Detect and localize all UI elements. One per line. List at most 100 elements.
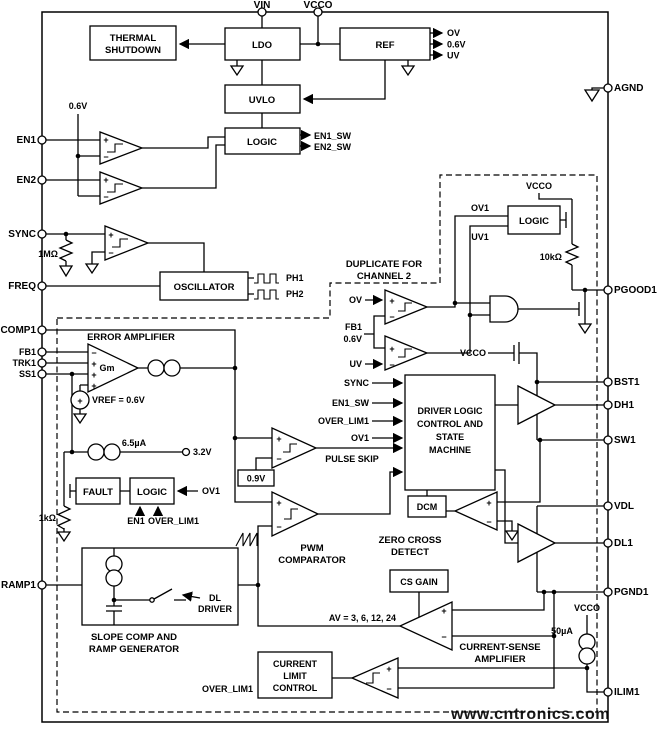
block-dcm: DCM: [407, 495, 447, 518]
cs-gain-values-label: AV = 3, 6, 12, 24: [329, 613, 396, 623]
pin-label-pgood1: PGOOD1: [614, 285, 657, 296]
fault-label: FAULT: [83, 487, 113, 498]
agnd-ground-icon: [583, 89, 601, 103]
pulse-skip-label: PULSE SKIP: [325, 454, 379, 464]
en2-comparator: [99, 171, 144, 205]
current-sources: [70, 359, 596, 665]
pin-en1: [37, 135, 47, 145]
ref-out-ov: OV: [447, 28, 460, 38]
logic-top-label: LOGIC: [247, 137, 277, 148]
svg-text:−: −: [103, 192, 108, 202]
block-pgood-logic: LOGIC: [507, 205, 561, 235]
zero-cross-comparator: [453, 490, 498, 532]
pin-sync: [37, 229, 47, 239]
svg-text:−: −: [276, 454, 281, 464]
pgood-logic-label: LOGIC: [519, 216, 549, 227]
pin-label-sw1: SW1: [614, 435, 636, 446]
pin-vin: [257, 7, 267, 17]
dl-driver-label-2: DRIVER: [198, 604, 233, 614]
svg-text:+: +: [441, 606, 446, 616]
resistors: [56, 239, 580, 530]
sync-pulldown-resistor: [58, 239, 74, 262]
current-sense-amplifier-tri: [398, 600, 453, 652]
pgood-vcco-label: VCCO: [526, 181, 552, 191]
en1-comparator: [99, 131, 144, 165]
duplicate-note-1: DUPLICATE FOR: [346, 259, 422, 270]
pins: [37, 7, 613, 697]
block-fault: FAULT: [75, 477, 121, 505]
duplicate-region-outline: [56, 174, 598, 713]
svg-text:−: −: [389, 360, 394, 370]
vref-source: [70, 390, 90, 410]
block-ref: REF: [339, 27, 431, 61]
pin-label-sync: SYNC: [8, 229, 36, 240]
waveform-glyphs: [235, 273, 279, 547]
pin-label-vin: VIN: [254, 0, 271, 11]
en-threshold-label: 0.6V: [69, 101, 88, 111]
pin-label-en1: EN1: [17, 135, 37, 146]
svg-text:+: +: [103, 175, 108, 185]
pin-freq: [37, 281, 47, 291]
slope-comp-label-2: RAMP GENERATOR: [89, 644, 179, 655]
svg-text:−: −: [486, 517, 491, 527]
pgood-and-gate: [489, 295, 519, 323]
pin-en2: [37, 175, 47, 185]
pgood-pullup-resistor: [564, 243, 580, 266]
pin-pgood1: [603, 285, 613, 295]
over-lim-out-label: OVER_LIM1: [202, 684, 253, 694]
error-amplifier: [87, 342, 140, 394]
pin-label-freq: FREQ: [8, 281, 36, 292]
block-oscillator: OSCILLATOR: [159, 271, 249, 301]
svg-text:−: −: [108, 248, 113, 258]
block-logic-top: LOGIC: [224, 127, 301, 155]
pin-label-vdl: VDL: [614, 501, 634, 512]
pin-label-pgnd1: PGND1: [614, 587, 649, 598]
ref-out-uv: UV: [447, 51, 460, 61]
current-limit-comparator: [350, 657, 399, 699]
gm-label: Gm: [99, 363, 114, 373]
cs-gain-label: CS GAIN: [400, 577, 438, 587]
pin-ramp1: [37, 580, 47, 590]
pgood-pullup-label: 10kΩ: [540, 252, 562, 262]
pwm-comparator-label-1: PWM: [300, 543, 323, 554]
watermark: www.cntronics.com: [450, 706, 610, 723]
sync-resistor-label: 1MΩ: [38, 249, 58, 259]
logic-out-en2sw: EN2_SW: [314, 142, 352, 152]
uv-comparator: [384, 335, 429, 371]
svg-text:+: +: [108, 230, 113, 240]
current-limit-label-1: CURRENT: [273, 659, 318, 669]
pin-comp1: [37, 325, 47, 335]
ref-out-0v6: 0.6V: [447, 40, 466, 50]
ss-clamp-label: 3.2V: [193, 447, 212, 457]
pwm-comparator-label-2: COMPARATOR: [278, 555, 346, 566]
block-uvlo: UVLO: [224, 84, 301, 114]
cs-amp-label-1: CURRENT-SENSE: [459, 642, 540, 653]
duplicate-note-2: CHANNEL 2: [357, 271, 411, 282]
uv1-net-label: UV1: [471, 232, 489, 242]
sawtooth-ramp-icon: [235, 532, 258, 547]
dcm-label: DCM: [417, 502, 438, 512]
current-limit-label-3: CONTROL: [273, 683, 318, 693]
uv-threshold-label: UV: [349, 359, 362, 369]
error-amp-title: ERROR AMPLIFIER: [87, 332, 175, 343]
vref-label: VREF = 0.6V: [92, 395, 145, 405]
wires: [46, 16, 604, 693]
ref-label: REF: [376, 40, 395, 51]
pin-label-bst1: BST1: [614, 377, 640, 388]
fault-pulldown-label: 1kΩ: [39, 513, 56, 523]
current-limit-label-2: LIMIT: [283, 671, 307, 681]
slope-comp-label-1: SLOPE COMP AND: [91, 632, 177, 643]
svg-text:−: −: [386, 684, 391, 694]
cs-amp-label-2: AMPLIFIER: [474, 654, 525, 665]
svg-text:+: +: [91, 381, 96, 391]
ov1-net-label: OV1: [471, 203, 489, 213]
pin-vdl: [603, 501, 613, 511]
pin-agnd: [603, 83, 613, 93]
ilim-vcco-label: VCCO: [574, 603, 600, 613]
pin-label-trk1: TRK1: [12, 358, 36, 368]
zero-cross-label-1: ZERO CROSS: [379, 535, 442, 546]
pwm-comparator: [271, 490, 320, 538]
pin-label-dl1: DL1: [614, 538, 633, 549]
thermal-shutdown-label-1: THERMAL: [110, 33, 157, 44]
